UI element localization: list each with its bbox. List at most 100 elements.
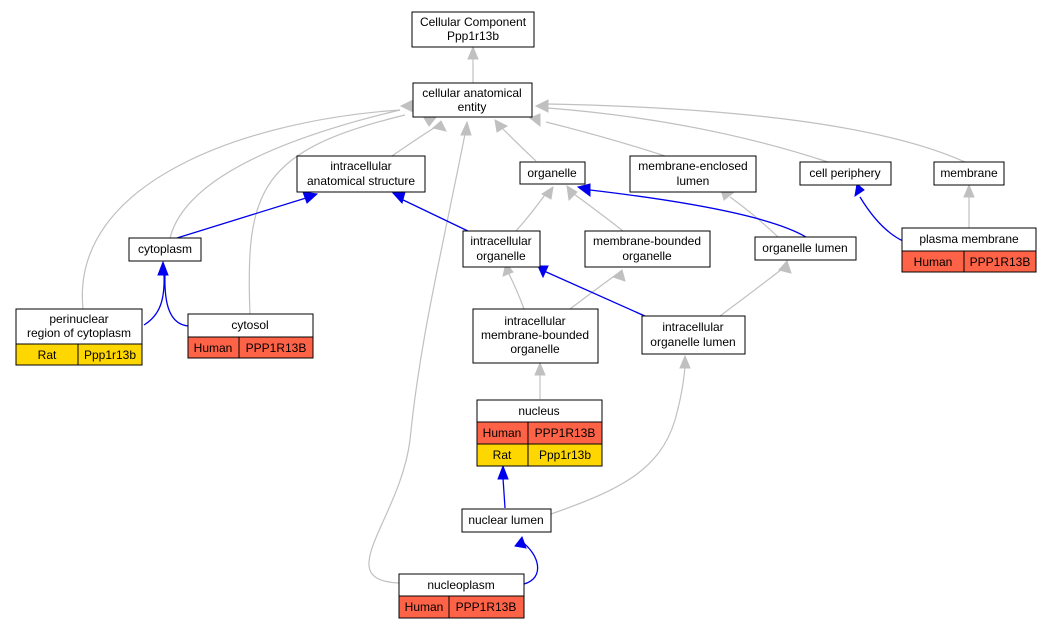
arrowhead-cae-ias [431,120,447,132]
edge-membrane-cae [547,103,966,163]
gene-label: Ppp1r13b [539,448,591,462]
node-nucleus[interactable]: nucleus [476,399,603,423]
species-label: Rat [493,448,512,462]
gray-edges [81,58,970,584]
node-label: organelle lumen [762,241,847,255]
gene-cell [238,336,314,359]
edge-nuclearlumen-nucleoplasm [520,540,539,585]
node-label-line1: perinuclear [49,312,108,326]
node-organelle-lumen[interactable]: organelle lumen [754,236,857,261]
node-label: cytosol [231,318,268,332]
arrowhead-cae-organelle [494,119,509,133]
node-cytoplasm[interactable]: cytoplasm [128,237,202,262]
node-cellular-component-root[interactable]: Cellular Component Ppp1r13b [411,11,535,48]
node-cellular-anatomical-entity[interactable]: cellular anatomical entity [412,82,533,118]
node-label-line2: anatomical structure [307,174,415,188]
edge-organelle-cae [502,128,537,162]
gene-label: PPP1R13B [970,255,1031,269]
blue-arrowheads [157,183,865,549]
arrowhead-membrane-pm [963,183,975,198]
species-label: Human [483,426,522,440]
blue-edges [143,189,904,585]
edge-ias-cae [391,125,438,157]
gene-cell [963,250,1037,273]
arrowhead-imbo-nucleus [534,361,546,376]
node-cytosol[interactable]: cytosol [187,313,314,338]
arrowhead-ias-cytoplasm [302,191,319,204]
gene-label: Ppp1r13b [84,348,136,362]
gene-label: PPP1R13B [456,600,517,614]
node-membrane[interactable]: membrane [933,161,1005,186]
edge-cytoplasm-ias [176,197,307,239]
node-label-line2: membrane-bounded [481,328,589,342]
edge-perinuclear-cytoplasm [143,273,165,326]
arrowhead-cae-left-1 [399,99,414,113]
node-label-line2: organelle [622,249,672,263]
node-intracellular-membrane-bounded-organelle[interactable]: intracellular membrane-bounded organelle [472,308,599,364]
annotation-row-cytosol: Human PPP1R13B [187,336,314,359]
gene-cell [527,443,603,467]
node-intracellular-organelle[interactable]: intracellular organelle [462,230,541,268]
edge-nucleus-nuclearlumen [502,477,506,509]
node-label: plasma membrane [919,232,1019,246]
node-intracellular-anatomical-structure[interactable]: intracellular anatomical structure [296,155,426,193]
arrowhead-ias-io [391,191,406,205]
node-label-line2: entity [458,100,487,114]
node-label-line1: Cellular Component [420,15,527,29]
node-label-line2: organelle [476,249,526,263]
arrowhead-cellperiphery-pm [854,183,865,198]
node-label-line1: membrane-bounded [593,234,701,248]
arrowhead-organelle-ol [576,183,591,197]
species-label: Rat [38,348,57,362]
node-label: nuclear lumen [468,513,543,527]
edge-cellperiphery-cae [547,107,829,163]
edge-imbo-mbo [569,273,618,310]
node-label-line1: intracellular [504,314,565,328]
node-perinuclear-region-of-cytoplasm[interactable]: perinuclear region of cytoplasm [15,308,143,345]
species-label: Human [405,600,444,614]
arrowhead-mbo-imbo [611,269,626,282]
edge-pm-cellperiphery [859,196,904,242]
annotation-row-plasma-membrane: Human PPP1R13B [901,250,1037,273]
edge-mel-cae [545,121,666,157]
species-label: Human [914,255,953,269]
arrowhead-root [467,45,479,60]
edge-cytosol-cae [248,114,406,315]
node-label: membrane [940,166,998,180]
node-nucleoplasm[interactable]: nucleoplasm [398,573,525,597]
node-membrane-bounded-organelle[interactable]: membrane-bounded organelle [584,230,711,268]
edge-ol-organelle [589,189,807,238]
node-label-line1: cellular anatomical [422,86,521,100]
species-label: Human [194,341,233,355]
arrowhead-cae-nucleoplasm [460,120,472,136]
node-cell-periphery[interactable]: cell periphery [799,161,892,186]
edge-cytoplasm-cae [169,109,401,239]
arrowhead-organelle-io [541,185,554,200]
edge-nucleoplasm-cae [368,133,466,584]
edge-mbo-organelle [573,193,624,232]
node-membrane-enclosed-lumen[interactable]: membrane-enclosed lumen [629,155,757,193]
gene-cell [448,595,525,619]
arrowhead-cae-right [534,99,549,113]
gene-label: PPP1R13B [246,341,307,355]
node-label-line1: membrane-enclosed [638,159,747,173]
node-intracellular-organelle-lumen[interactable]: intracellular organelle lumen [641,315,746,355]
edge-iol-ol [719,265,787,317]
node-label: organelle [527,166,577,180]
edge-perinuclear-cae [81,109,401,310]
node-label-line1: intracellular [470,234,531,248]
annotation-row-nucleus-rat: Rat Ppp1r13b [476,443,603,467]
node-plasma-membrane[interactable]: plasma membrane [901,227,1037,252]
arrowhead-iol-nuclearlumen [679,354,691,369]
node-label-line2: lumen [677,174,710,188]
node-nuclear-lumen[interactable]: nuclear lumen [461,508,552,533]
edge-imbo-io [508,273,525,310]
arrowhead-cytoplasm-left [157,260,169,276]
node-organelle[interactable]: organelle [519,161,586,185]
node-label-line3: organelle [510,342,560,356]
gene-label: PPP1R13B [535,426,596,440]
node-label-line1: intracellular [330,159,391,173]
arrowhead-ol-iol [778,260,792,274]
annotation-row-nucleoplasm: Human PPP1R13B [398,595,525,619]
